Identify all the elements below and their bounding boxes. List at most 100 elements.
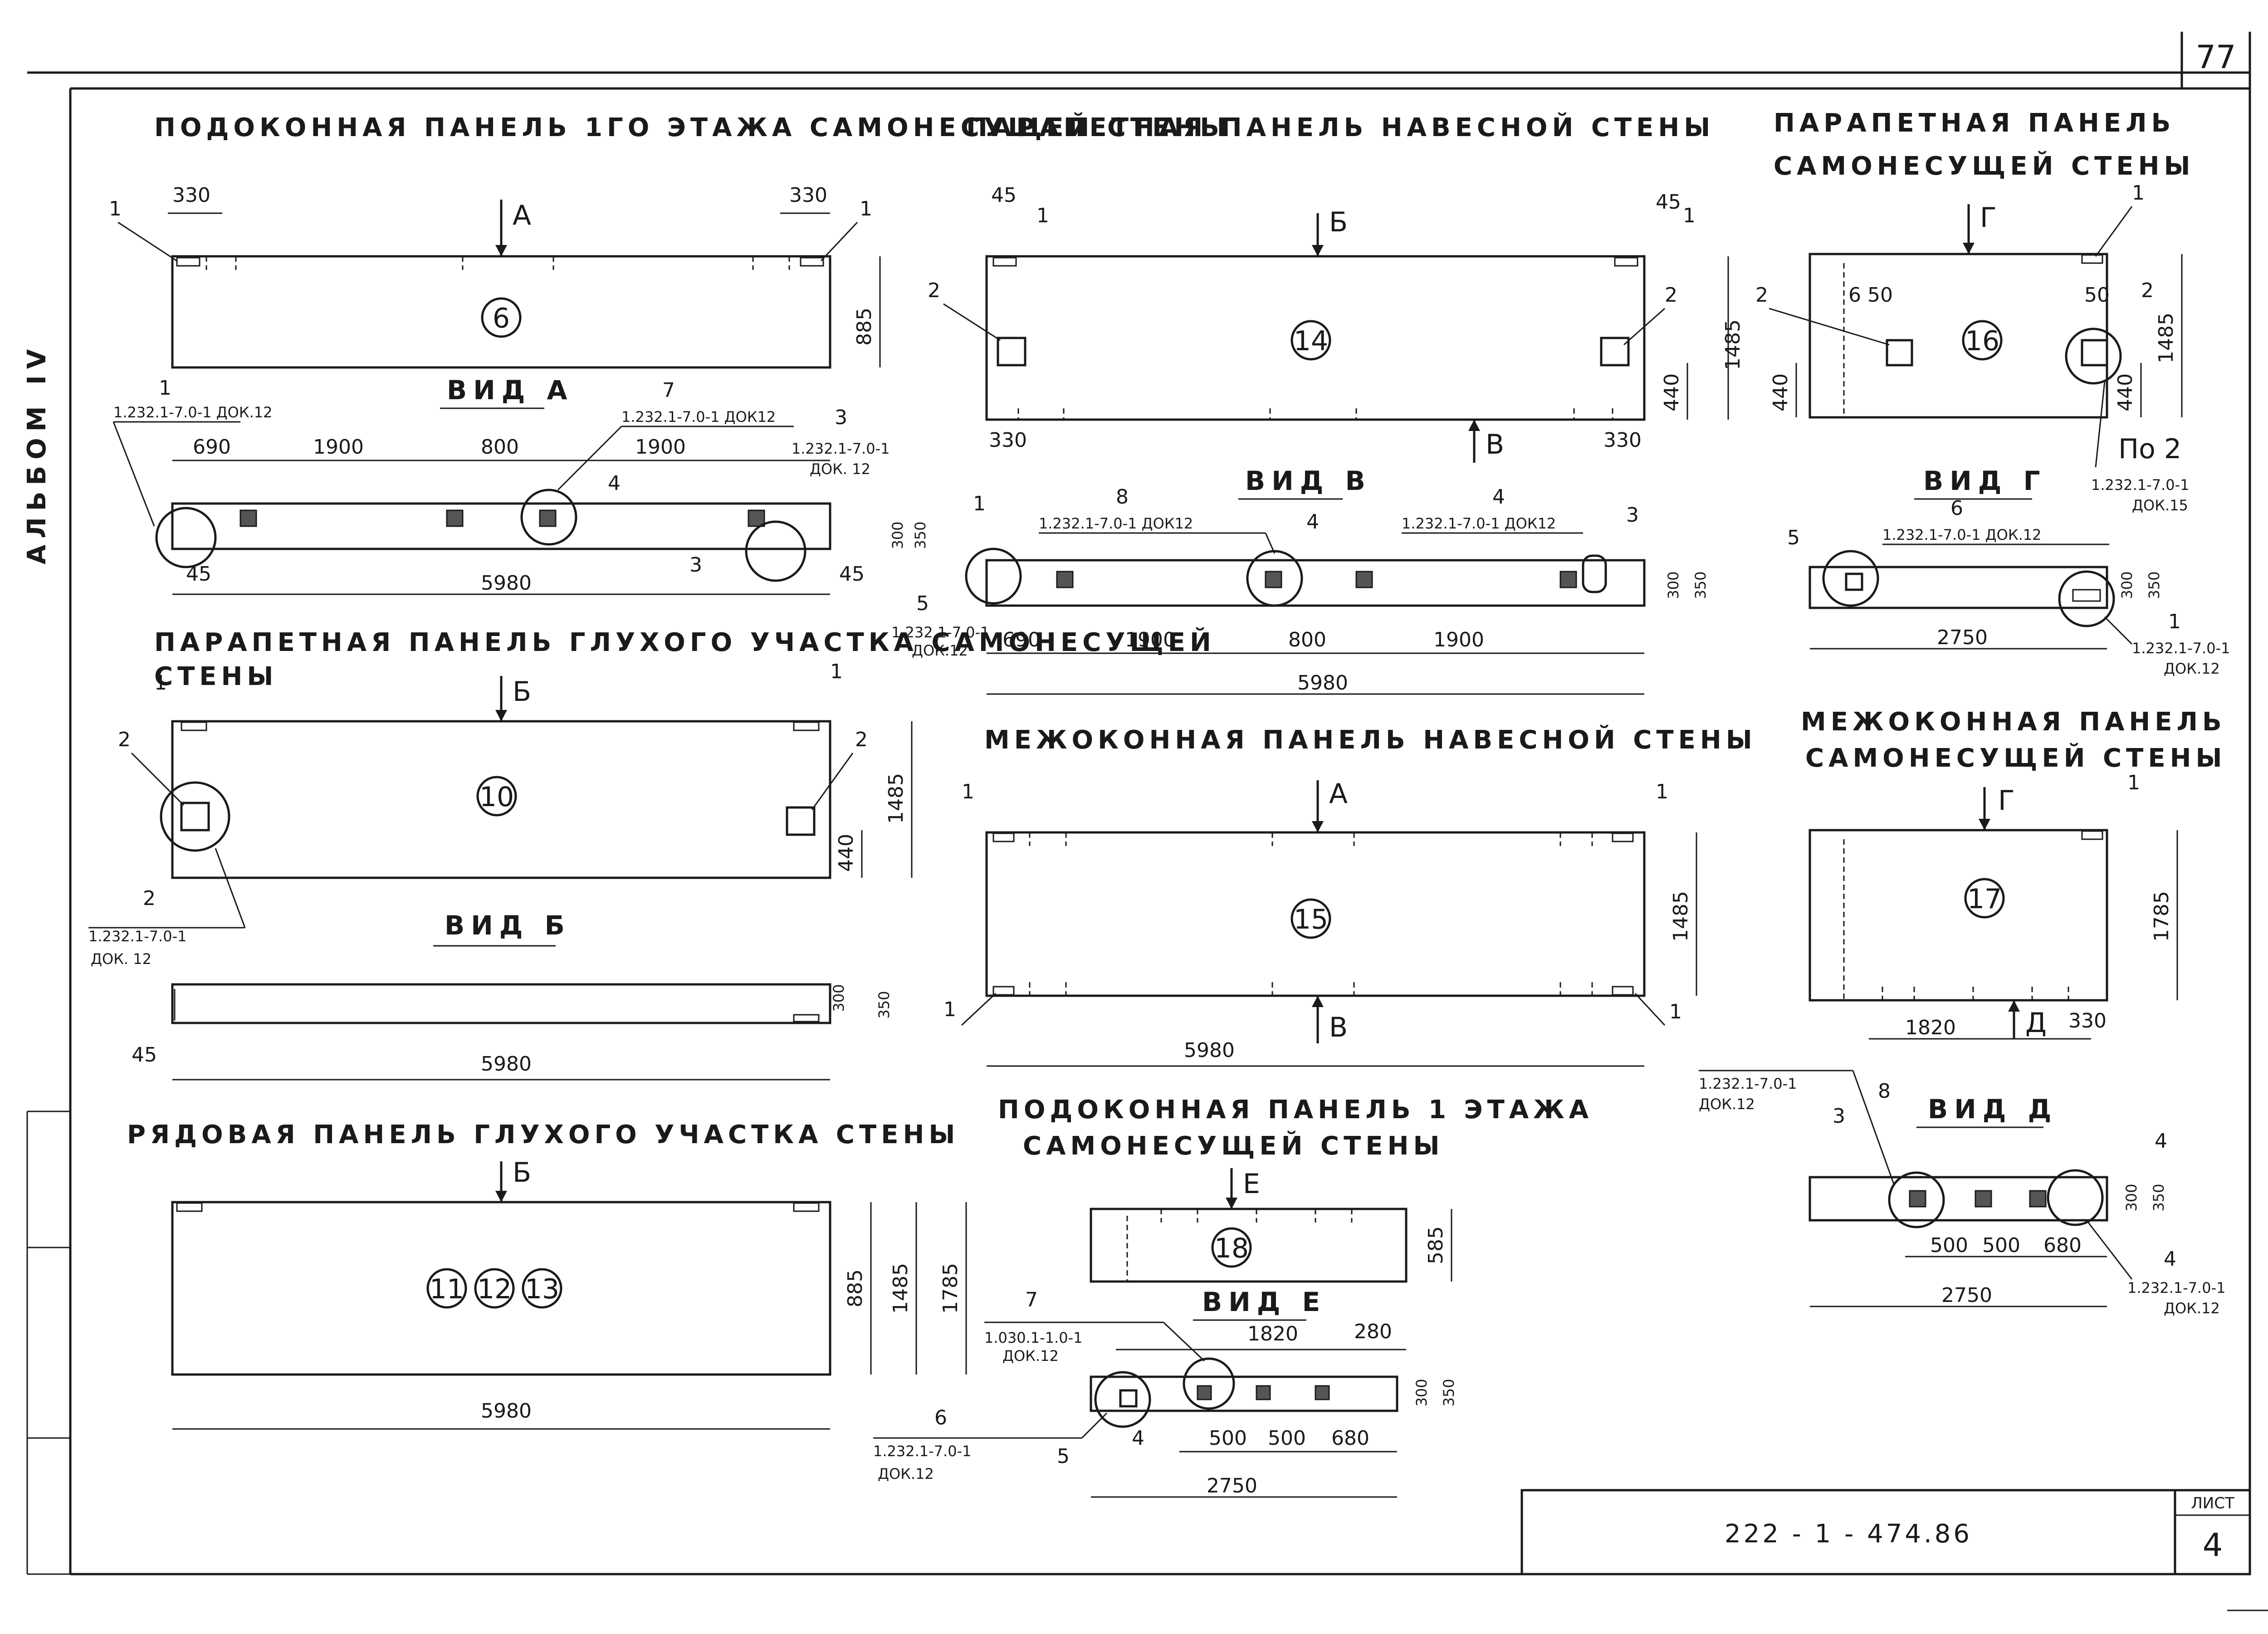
panel-10-c1a: 1 bbox=[154, 671, 167, 695]
panel-17-ref4: 1.232.1-7.0-1 bbox=[2127, 1279, 2225, 1296]
panel-16-arrow: Г bbox=[1980, 202, 1997, 234]
panel-6-view-title: ВИД А bbox=[447, 375, 574, 406]
panel-16-c5: 5 bbox=[1787, 526, 1800, 549]
panel-17-dim-330: 330 bbox=[2068, 1009, 2107, 1032]
panel-16-title-2: САМОНЕСУЩЕЙ СТЕНЫ bbox=[1774, 151, 2195, 181]
panel-16-title-1: ПАРАПЕТНАЯ ПАНЕЛЬ bbox=[1774, 108, 2175, 138]
panel-15-total: 5980 bbox=[1184, 1039, 1235, 1062]
panel-14-ref4-num: 4 bbox=[1492, 485, 1505, 509]
panel-11-mark-12: 12 bbox=[477, 1273, 512, 1305]
panel-18-group: ПОДОКОННАЯ ПАНЕЛЬ 1 ЭТАЖА САМОНЕСУЩЕЙ СТ… bbox=[873, 1095, 1593, 1498]
panel-10-view-title: ВИД Б bbox=[445, 910, 571, 941]
panel-10-arrow: Б bbox=[513, 676, 531, 708]
panel-14-arrow-bot: В bbox=[1486, 429, 1504, 460]
panel-18-title-2: САМОНЕСУЩЕЙ СТЕНЫ bbox=[1023, 1131, 1444, 1161]
panel-6-arrow: А bbox=[513, 200, 531, 231]
panel-16-view-h1: 300 bbox=[2118, 571, 2136, 599]
panel-6-ref3: 1.232.1-7.0-1 bbox=[792, 440, 890, 457]
panel-6-view-dim-3: 800 bbox=[481, 435, 519, 459]
panel-10-view-h1: 300 bbox=[830, 984, 847, 1012]
panel-18-ref7-doc: ДОК.12 bbox=[1002, 1347, 1059, 1365]
panel-17-ref8-doc: ДОК.12 bbox=[1699, 1096, 1755, 1113]
panel-14-dim-330b: 330 bbox=[1603, 429, 1642, 452]
panel-6-ref1-num: 1 bbox=[159, 377, 171, 400]
panel-15-arrow-top: А bbox=[1329, 778, 1348, 810]
panel-14-view-h1: 300 bbox=[1665, 571, 1682, 599]
panel-14-ref8-num: 8 bbox=[1116, 485, 1129, 509]
panel-10-group: ПАРАПЕТНАЯ ПАНЕЛЬ ГЛУХОГО УЧАСТКА САМОНЕ… bbox=[88, 627, 1211, 1081]
panel-6-ref3b: 3 bbox=[689, 553, 702, 577]
panel-14-dim-45b: 45 bbox=[1656, 191, 1681, 214]
panel-17-view-title: ВИД Д bbox=[1928, 1094, 2058, 1125]
panel-18-view-total: 2750 bbox=[1207, 1474, 1257, 1497]
panel-17-arrow: Г bbox=[1998, 785, 2015, 817]
panel-17-title-2: САМОНЕСУЩЕЙ СТЕНЫ bbox=[1805, 743, 2226, 773]
panel-6-view-end: 45 bbox=[186, 563, 211, 586]
panel-16-dim-h: 1485 bbox=[2155, 313, 2178, 363]
panel-14-view-dim-4: 1900 bbox=[1433, 628, 1484, 651]
panel-18-dim-1820: 1820 bbox=[1247, 1322, 1298, 1345]
panel-6-dim-right: 330 bbox=[789, 184, 827, 207]
panel-10-ref2-doc: ДОК. 12 bbox=[91, 950, 152, 968]
panel-11-group: РЯДОВАЯ ПАНЕЛЬ ГЛУХОГО УЧАСТКА СТЕНЫ Б 1… bbox=[127, 1120, 967, 1430]
panel-6-view-dim-2: 1900 bbox=[313, 435, 364, 459]
panel-17-arrow-bot: Д bbox=[2025, 1007, 2047, 1039]
panel-6-title: ПОДОКОННАЯ ПАНЕЛЬ 1ГО ЭТАЖА САМОНЕСУЩЕЙ … bbox=[154, 113, 1231, 142]
panel-11-arrow: Б bbox=[513, 1157, 531, 1189]
panel-10-view-total: 5980 bbox=[481, 1052, 532, 1076]
panel-6-view-end2: 45 bbox=[839, 563, 865, 586]
panel-11-outline bbox=[171, 1201, 831, 1376]
panel-15-c1b: 1 bbox=[1656, 780, 1668, 803]
panel-6-outline bbox=[171, 255, 831, 369]
panel-17-view-total: 2750 bbox=[1941, 1284, 1992, 1307]
panel-15-title: МЕЖОКОННАЯ ПАНЕЛЬ НАВЕСНОЙ СТЕНЫ bbox=[984, 725, 1757, 755]
panel-14-dim-330a: 330 bbox=[989, 429, 1027, 452]
panel-17-outline bbox=[1809, 829, 2108, 1002]
panel-18-outline bbox=[1090, 1208, 1408, 1283]
panel-18-dim-h: 585 bbox=[1424, 1226, 1447, 1264]
panel-6-dim-left: 330 bbox=[172, 184, 210, 207]
panel-10-outline bbox=[171, 720, 831, 879]
panel-14-ref4: 1.232.1-7.0-1 ДОК12 bbox=[1402, 515, 1556, 532]
panel-18-view-dim-1: 500 bbox=[1209, 1427, 1247, 1450]
panel-18-ref6: 1.232.1-7.0-1 bbox=[873, 1443, 971, 1460]
panel-14-group: ПАРАПЕТНАЯ ПАНЕЛЬ НАВЕСНОЙ СТЕНЫ Б В 14 … bbox=[891, 113, 1745, 695]
panel-14-view-dim-2: 1900 bbox=[1125, 628, 1176, 651]
panel-16-ref1-num: 1 bbox=[2168, 610, 2181, 633]
panel-16-view-title: ВИД Г bbox=[1923, 465, 2047, 496]
panel-6-callout-1b: 1 bbox=[860, 197, 872, 220]
panel-6-view-total: 5980 bbox=[481, 572, 532, 595]
panel-15-group: МЕЖОКОННАЯ ПАНЕЛЬ НАВЕСНОЙ СТЕНЫ А В 15 … bbox=[943, 725, 1757, 1067]
panel-18-view-h2: 350 bbox=[1440, 1379, 1457, 1406]
panel-17-ref4-num: 4 bbox=[2164, 1248, 2176, 1271]
panel-14-outline bbox=[985, 255, 1646, 421]
panel-14-c2b: 2 bbox=[1665, 284, 1677, 307]
panel-15-mark: 15 bbox=[1294, 904, 1328, 935]
panel-14-view-h2: 350 bbox=[1692, 571, 1709, 599]
panel-6-group: ПОДОКОННАЯ ПАНЕЛЬ 1ГО ЭТАЖА САМОНЕСУЩЕЙ … bbox=[109, 113, 1231, 595]
panel-6-ref3-num: 3 bbox=[835, 406, 847, 429]
panel-17-c1: 1 bbox=[2127, 771, 2140, 794]
panel-18-ref7-num: 7 bbox=[1025, 1288, 1038, 1311]
panel-10-c2b: 2 bbox=[855, 728, 868, 751]
panel-16-c2b: 2 bbox=[2141, 279, 2154, 302]
panel-6-ref7-num: 7 bbox=[662, 379, 675, 402]
panel-18-title-1: ПОДОКОННАЯ ПАНЕЛЬ 1 ЭТАЖА bbox=[998, 1095, 1593, 1125]
panel-17-dim-h: 1785 bbox=[2150, 891, 2173, 942]
panel-6-ref3-doc: ДОК. 12 bbox=[810, 460, 870, 478]
panel-14-c4: 4 bbox=[1306, 510, 1319, 533]
panel-14-c3: 3 bbox=[1626, 504, 1639, 527]
panel-15-c1d: 1 bbox=[1669, 1000, 1682, 1023]
panel-16-outline bbox=[1809, 253, 2108, 419]
panel-18-view-h1: 300 bbox=[1413, 1379, 1430, 1406]
panel-16-dim-440b: 440 bbox=[2114, 373, 2137, 411]
panel-18-view-title: ВИД Е bbox=[1202, 1287, 1326, 1317]
panel-16-ref6: 1.232.1-7.0-1 ДОК.12 bbox=[1882, 526, 2041, 543]
panel-6-view-h1: 300 bbox=[889, 521, 906, 549]
sheet-frame bbox=[26, 32, 2268, 1611]
panel-16-view-h2: 350 bbox=[2146, 571, 2163, 599]
panel-14-title: ПАРАПЕТНАЯ ПАНЕЛЬ НАВЕСНОЙ СТЕНЫ bbox=[966, 113, 1715, 142]
panel-10-ref2-num: 2 bbox=[143, 887, 156, 910]
panel-16-ref1: 1.232.1-7.0-1 bbox=[2132, 640, 2230, 657]
